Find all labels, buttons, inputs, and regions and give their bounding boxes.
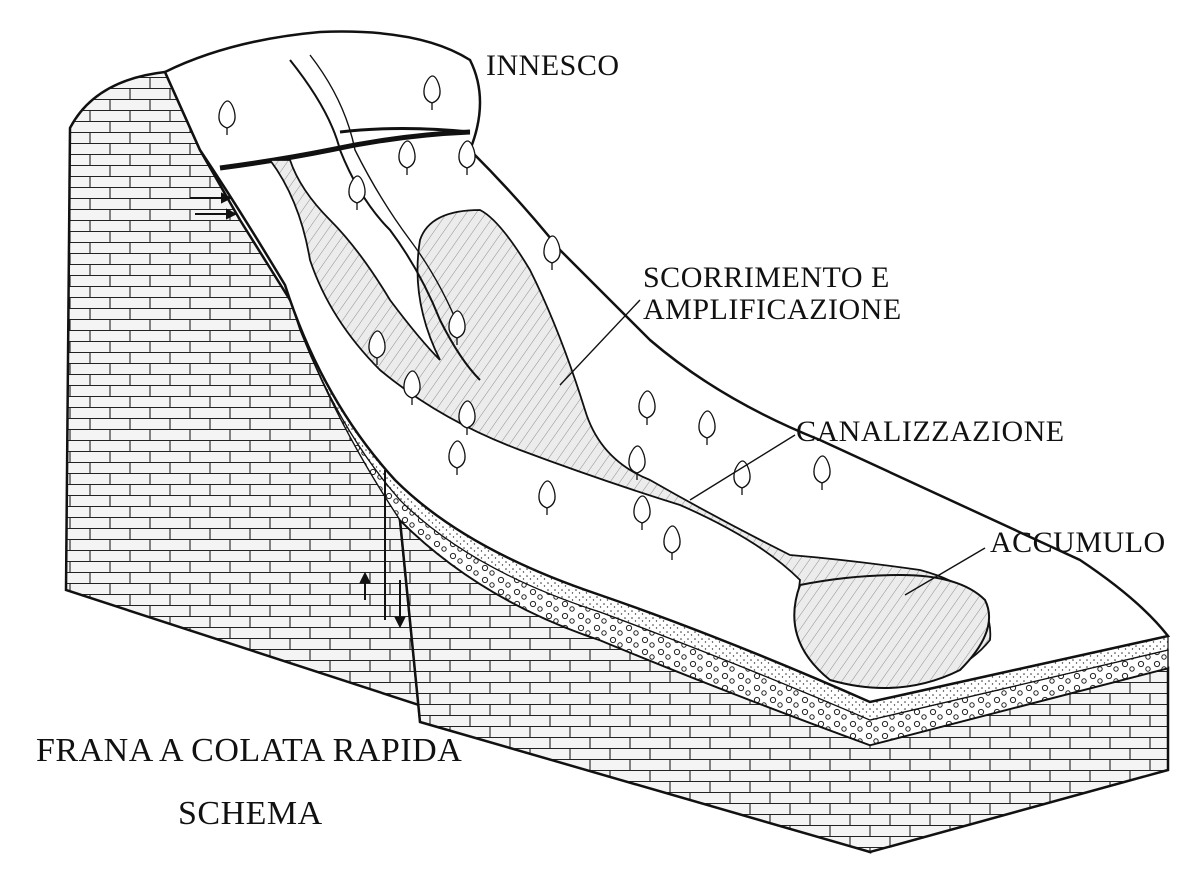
tree-icon [218,100,236,135]
tree-icon [663,525,681,560]
diagram-subtitle: SCHEMA [178,795,323,832]
tree-icon [398,140,416,175]
tree-icon [638,390,656,425]
slope-surface [163,30,1171,704]
tree-icon [543,235,561,270]
diagram-title: FRANA A COLATA RAPIDA [36,732,463,769]
tree-icon [448,310,466,345]
leader-lines [559,299,986,596]
tree-icon [813,455,831,490]
leader-scorrimento [559,299,641,386]
vertical-arrows [359,470,406,629]
tree-icon [423,75,441,110]
stream-1 [289,59,481,381]
accumulation-fan [793,573,991,689]
label-innesco: INNESCO [486,49,620,82]
label-scorrimento-line2: AMPLIFICAZIONE [643,292,902,326]
leader-canalizzazione [689,434,796,501]
label-canalizzazione: CANALIZZAZIONE [796,415,1065,448]
upper-crack [339,127,471,134]
tree-icon [458,400,476,435]
trees [218,75,831,560]
tree-icon [458,140,476,175]
flow-arrow-icon [190,192,238,220]
main-scarp [219,129,471,171]
tree-icon [403,370,421,405]
stream-2 [309,54,461,331]
tree-icon [698,410,716,445]
label-scorrimento-line1: SCORRIMENTO E [643,261,890,294]
label-accumulo: ACCUMULO [990,526,1166,559]
flow-path [268,159,992,683]
tree-icon [733,460,751,495]
leader-accumulo [904,547,986,596]
tree-icon [628,445,646,480]
tree-icon [348,175,366,210]
tree-icon [538,480,556,515]
tree-icon [368,330,386,365]
label-scorrimento: SCORRIMENTO E AMPLIFICAZIONE [643,262,902,325]
tree-icon [448,440,466,475]
tree-icon [633,495,651,530]
